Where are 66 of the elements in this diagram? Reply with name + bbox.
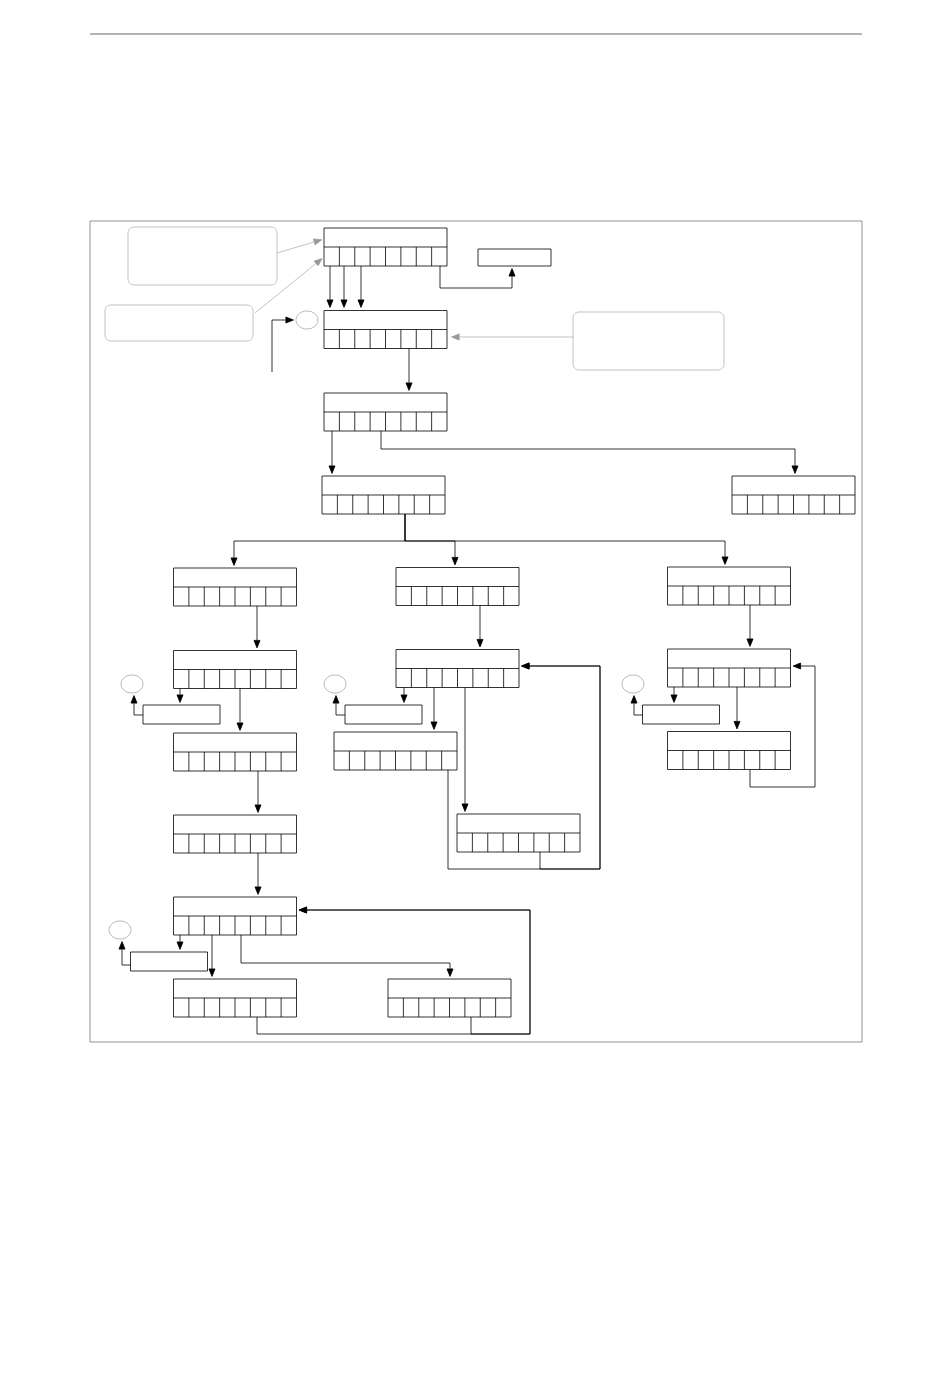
- arrow: [253, 605, 261, 649]
- arrow: [630, 695, 644, 716]
- small-box: [477, 248, 552, 267]
- callout-box: [127, 226, 278, 286]
- arrow: [254, 770, 262, 813]
- leader-arrow: [254, 258, 323, 314]
- callout-box: [572, 311, 725, 371]
- arrow: [380, 430, 799, 474]
- circle: [295, 310, 319, 330]
- arrow: [118, 941, 132, 966]
- register-box: [456, 813, 581, 853]
- arrow: [271, 316, 294, 373]
- small-box: [142, 704, 221, 725]
- small-box: [642, 704, 720, 725]
- register-box: [173, 650, 297, 689]
- arrow: [236, 688, 244, 731]
- register-box: [321, 475, 446, 515]
- arrow: [298, 906, 531, 1035]
- arrow: [733, 686, 741, 730]
- arrow: [521, 662, 601, 870]
- register-box: [173, 567, 297, 607]
- register-box: [667, 731, 791, 770]
- arrow: [340, 265, 348, 308]
- arrow: [357, 265, 365, 308]
- register-box: [323, 227, 448, 267]
- small-box: [344, 704, 423, 725]
- arrow: [746, 604, 754, 647]
- small-box: [130, 951, 208, 972]
- circle: [120, 674, 144, 694]
- arrow: [405, 348, 413, 391]
- register-box: [333, 731, 458, 771]
- register-box: [323, 310, 448, 349]
- arrow: [749, 662, 816, 788]
- register-box: [173, 732, 297, 772]
- circle: [621, 674, 645, 694]
- register-box: [323, 392, 448, 432]
- arrow: [130, 695, 144, 716]
- arrow: [461, 687, 469, 812]
- arrow: [176, 934, 184, 950]
- arrow: [439, 265, 516, 289]
- arrow: [332, 695, 346, 716]
- arrow: [670, 686, 678, 703]
- arrow: [254, 852, 262, 895]
- arrow: [176, 688, 184, 703]
- arrow: [430, 687, 438, 730]
- register-box: [387, 978, 512, 1018]
- callout-box: [104, 304, 254, 342]
- register-box: [173, 896, 297, 936]
- arrow: [240, 934, 454, 977]
- register-box: [731, 475, 856, 515]
- arrow: [476, 605, 484, 648]
- circle: [108, 920, 132, 940]
- register-box: [395, 649, 520, 688]
- arrow: [208, 934, 216, 977]
- arrow: [326, 265, 334, 308]
- register-box: [667, 566, 791, 606]
- arrow: [400, 687, 408, 703]
- arrow: [328, 430, 336, 474]
- register-box: [667, 648, 791, 688]
- circle: [323, 674, 347, 694]
- leader-arrow: [451, 333, 574, 341]
- register-box: [173, 814, 297, 854]
- register-box: [395, 567, 520, 606]
- leader-arrow: [276, 238, 323, 254]
- register-box: [173, 978, 297, 1018]
- arrow: [404, 513, 729, 565]
